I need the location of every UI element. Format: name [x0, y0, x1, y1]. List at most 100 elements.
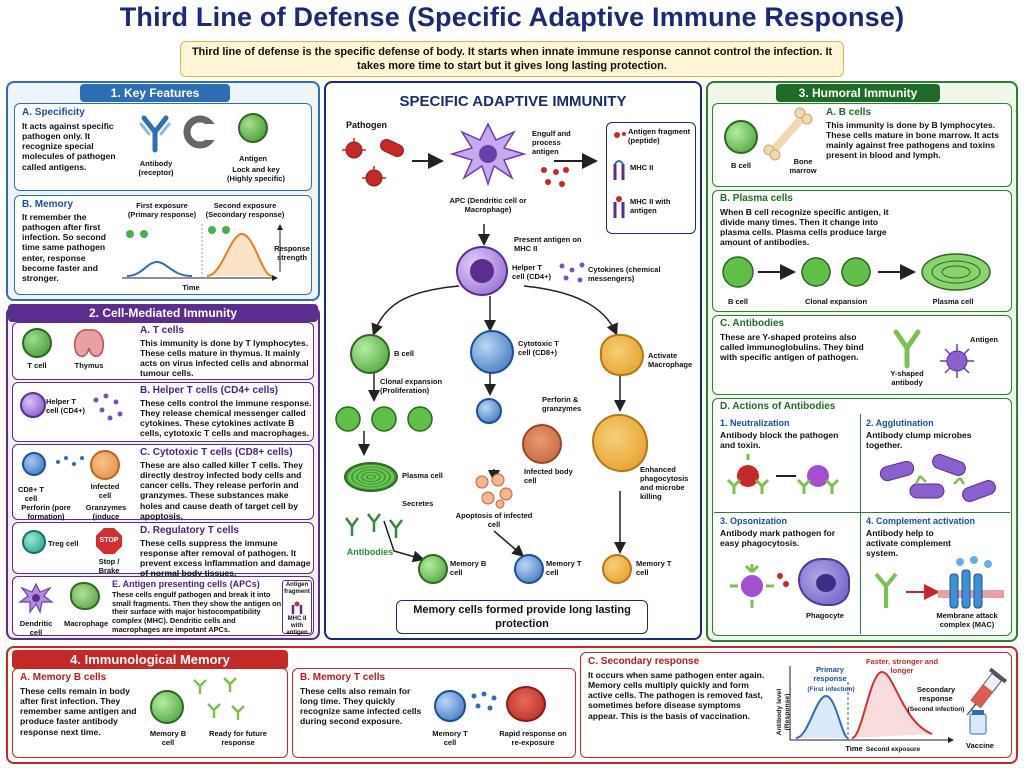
cytotoxic-t-text: These are also called killer T cells. Th… — [140, 460, 303, 521]
antibodies-heading: C. Antibodies — [720, 318, 785, 329]
flow-arrows — [358, 153, 626, 563]
helper-t-box — [12, 382, 314, 442]
memory-t-panel-icon — [434, 690, 466, 722]
cell-mediated-title: 2. Cell-Mediated Immunity — [8, 304, 318, 323]
center-cytotoxic-icon — [470, 330, 514, 374]
secondary-heading: C. Secondary response — [588, 656, 700, 667]
plasma-heading: B. Plasma cells — [720, 193, 793, 204]
apc-text: These cells engulf pathogen and break it… — [112, 590, 282, 634]
apoptosis-label: Apoptosis of infected cell — [455, 511, 533, 529]
actions-grid-h — [714, 512, 1010, 513]
agglutination-heading: 2. Agglutination — [866, 418, 934, 428]
antibody-antigen-label: Antigen — [970, 335, 998, 344]
bone-icon — [763, 107, 813, 161]
mac-label: Membrane attack complex (MAC) — [936, 611, 998, 629]
infected-target-icon — [506, 686, 546, 722]
center-pathogen-label: Pathogen — [346, 120, 388, 130]
mhc-legend-box — [606, 122, 696, 234]
antibody-label: Antibody (receptor) — [138, 159, 174, 177]
memory-response-graph — [122, 224, 283, 281]
intro-banner: Third line of defense is the specific de… — [180, 41, 844, 77]
dendritic-cell-icon — [18, 582, 54, 614]
memory-t-cell-2-icon — [602, 554, 632, 584]
memory-time-label: Time — [182, 283, 200, 292]
rapid-label: Rapid response on re-exposure — [499, 729, 567, 747]
b-cells-text: This immunity is done by B lymphocytes. … — [826, 120, 1000, 161]
complement-heading: 4. Complement activation — [866, 516, 976, 526]
memory-t1-label: Memory T cell — [546, 559, 582, 577]
treg-cell-icon — [22, 530, 46, 554]
regulatory-t-box — [12, 522, 314, 574]
stop-sign-text: STOP — [99, 537, 119, 544]
ready-label: Ready for future response — [209, 729, 267, 747]
plasma-cell-label: Plasma cell — [932, 297, 974, 306]
complement-text: Antibody help to activate complement sys… — [866, 528, 952, 559]
t-cell-icon — [22, 328, 52, 358]
regulatory-t-heading: D. Regulatory T cells — [140, 525, 239, 536]
cytotoxic-t-heading: C. Cytotoxic T cells (CD8+ cells) — [140, 447, 293, 458]
infected-cell-label: Infected cell — [90, 482, 120, 500]
neutralization-heading: 1. Neutralization — [720, 418, 790, 428]
helper-nucleus — [470, 259, 494, 283]
infected-cell-icon — [90, 450, 120, 480]
antigen-fragment-dots — [541, 167, 569, 187]
legend-fragment-label: Antigen fragment (peptide) — [628, 127, 691, 145]
apc-mhc-inset — [282, 580, 312, 634]
antigen-virus-icon — [940, 344, 974, 378]
key-features-title: 1. Key Features — [80, 84, 230, 103]
enhanced-macrophage-icon — [592, 414, 648, 472]
primary-response-label: Primary response — [813, 665, 847, 683]
thymus-icon — [74, 329, 104, 358]
t-cells-heading: A. T cells — [140, 325, 184, 336]
phagocyte-nucleus — [816, 574, 836, 592]
vaccine-label: Vaccine — [966, 741, 994, 750]
center-helper-label: Helper T cell (CD4+) — [512, 263, 551, 281]
t-cells-box — [12, 322, 314, 380]
apoptosis-icon — [475, 473, 513, 509]
thymus-label: Thymus — [74, 361, 104, 370]
center-b-cell-icon — [350, 334, 390, 374]
memory-b-cell-label: Memory B cell — [149, 729, 187, 747]
memory-t-heading: B. Memory T cells — [300, 672, 386, 683]
center-perforin-label: Perforin & granzymes — [542, 395, 582, 413]
humoral-b-cell-icon — [724, 120, 758, 154]
center-cytotoxic-label: Cytotoxic T cell (CD8+) — [518, 339, 559, 357]
legend-mhc2-label: MHC II — [630, 163, 654, 172]
antibodies-text: These are Y-shaped proteins also called … — [720, 332, 864, 363]
memory-summary-text: Memory cells formed provide long lasting… — [413, 604, 631, 631]
secondary-response-label: Secondary response — [916, 685, 956, 703]
cytokines-icon — [93, 393, 123, 421]
helper-t-heading: B. Helper T cells (CD4+ cells) — [140, 385, 279, 396]
second-exposure-label: Second exposure (Secondary response) — [205, 201, 285, 219]
center-cytokines-icon — [559, 262, 585, 283]
page-title: Third Line of Defense (Specific Adaptive… — [119, 2, 905, 32]
apc-label: APC (Dendritic cell or Macrophage) — [449, 196, 527, 214]
neutralization-icon — [726, 454, 840, 494]
y-antibody-label: Y-shaped antibody — [890, 369, 924, 387]
memory-b-text: These cells remain in body after first i… — [20, 686, 137, 737]
pathogen-icon — [342, 138, 404, 187]
plasma-b-cell-label: B cell — [727, 297, 748, 306]
complement-icon — [874, 556, 1004, 609]
response-strength-label: Response strength — [274, 244, 310, 262]
bone-marrow-label: Bone marrow — [789, 157, 817, 175]
helper-t-cell-label: Helper T cell (CD4+) — [46, 397, 85, 415]
cytotoxic-t-box — [12, 444, 314, 520]
stop-sign-icon — [96, 528, 122, 554]
b-cells-heading: A. B cells — [826, 107, 872, 118]
center-title: SPECIFIC ADAPTIVE IMMUNITY — [399, 93, 627, 110]
opsonization-text: Antibody mark pathogen for easy phagocyt… — [720, 528, 836, 549]
antibody-icon — [139, 115, 171, 153]
phagocytosis-label: Enhanced phagocytosis and microbe killin… — [640, 465, 689, 501]
memory-t-cell-1-icon — [514, 554, 544, 584]
plasma-flow-icon — [722, 253, 991, 291]
t-cells-text: This immunity is done by T lymphocytes. … — [140, 338, 309, 379]
treg-cell-label: Treg cell — [48, 539, 79, 548]
antigen-label: Antigen — [239, 154, 267, 163]
primary-response-sub: (First infection) — [807, 686, 855, 693]
legend-fragment-icon — [614, 132, 626, 138]
agglutination-icon — [879, 454, 996, 502]
center-macrophage-icon — [600, 334, 644, 376]
second-exposure-label: Second exposure — [865, 746, 921, 753]
phagocyte-label: Phagocyte — [806, 611, 844, 620]
